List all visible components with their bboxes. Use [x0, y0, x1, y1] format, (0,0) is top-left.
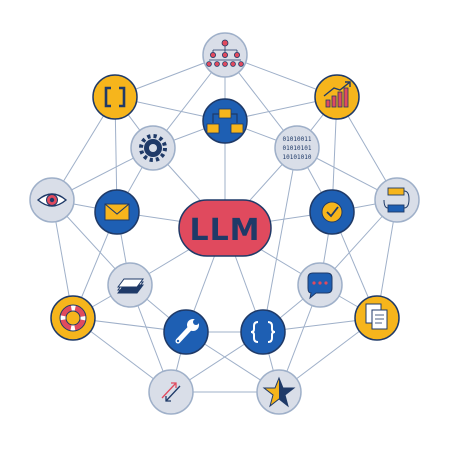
node-mail [94, 189, 140, 235]
node-wrench [163, 309, 209, 355]
lifebuoy-icon [59, 304, 87, 332]
node-layers [107, 262, 153, 308]
documents-icon [365, 303, 388, 330]
node-curly [240, 309, 286, 355]
curly-braces-icon [250, 321, 276, 343]
node-gear [130, 125, 176, 171]
bar-chart-icon [323, 81, 351, 108]
node-chart [314, 74, 360, 120]
node-brackets [92, 74, 138, 120]
node-binary: 01010011 01010101 10101010 [274, 125, 320, 171]
binary-line-1: 01010011 [283, 136, 312, 143]
node-arrows [148, 369, 194, 415]
node-star [256, 369, 302, 415]
llm-center-pill [178, 199, 272, 257]
llm-center-node: LLM [178, 199, 272, 257]
binary-line-2: 01010101 [283, 145, 312, 152]
node-eye [29, 177, 75, 223]
node-hierarchy [202, 32, 248, 78]
star-icon [262, 376, 296, 408]
edge-binary-curly [262, 147, 298, 333]
llm-label: LLM [189, 213, 260, 248]
database-icon [383, 187, 410, 213]
checkmark-icon [321, 201, 343, 223]
chat-bubble-icon [307, 272, 333, 300]
binary-code-icon: 01010011 01010101 10101010 [283, 136, 312, 161]
node-documents [354, 295, 400, 341]
hierarchy-icon [206, 39, 244, 67]
node-database [374, 177, 420, 223]
diagonal-arrows-icon [161, 382, 181, 402]
gear-icon [139, 134, 167, 162]
square-brackets-icon [104, 86, 126, 108]
flowchart-icon [206, 108, 244, 134]
node-flowchart [202, 98, 248, 144]
node-check [309, 189, 355, 235]
node-lifebuoy [50, 295, 96, 341]
layers-icon [117, 278, 144, 294]
binary-line-3: 10101010 [283, 154, 312, 161]
node-chat [297, 262, 343, 308]
wrench-icon [175, 319, 199, 344]
envelope-icon [104, 203, 130, 221]
eye-icon [36, 193, 68, 207]
